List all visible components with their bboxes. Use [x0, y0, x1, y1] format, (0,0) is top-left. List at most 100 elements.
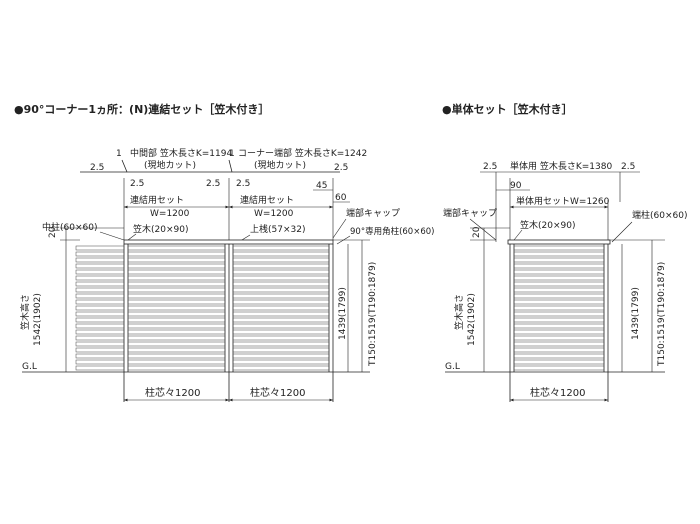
left-dim-25-a: 2.5: [90, 163, 104, 173]
right-height-label: 笠木高さ: [453, 294, 465, 330]
slat: [127, 359, 226, 365]
slat: [232, 299, 330, 305]
slat: [75, 281, 125, 287]
slat: [127, 311, 226, 317]
slat: [75, 275, 125, 281]
left-corner-post: 90°専用角柱(60×60): [350, 226, 434, 237]
right-post-type: T150:1519(T190:1879): [657, 262, 667, 367]
slat: [127, 305, 226, 311]
right-height-value: 1542(1902): [467, 293, 477, 346]
left-mid-post: 中柱(60×60): [42, 221, 97, 233]
slat: [232, 257, 330, 263]
left-upper-rail: 上桟(57×32): [250, 223, 305, 235]
slat: [513, 263, 605, 269]
right-dim-20: 20: [472, 226, 482, 238]
slat: [513, 287, 605, 293]
left-dim-25-b: 2.5: [130, 179, 144, 189]
slat: [75, 365, 125, 371]
left-dim-45: 45: [316, 181, 327, 191]
slat: [513, 257, 605, 263]
slat: [127, 275, 226, 281]
slat: [75, 287, 125, 293]
left-mid-note: 中間部 笠木長さK=1194: [130, 147, 232, 159]
right-single-note: 単体用 笠木長さK=1380: [510, 160, 612, 172]
slat: [75, 293, 125, 299]
slat: [232, 359, 330, 365]
slat: [513, 353, 605, 359]
slat: [232, 323, 330, 329]
slat: [75, 317, 125, 323]
slat: [232, 341, 330, 347]
slat: [75, 335, 125, 341]
slat: [513, 275, 605, 281]
slat: [513, 341, 605, 347]
slat: [127, 299, 226, 305]
slat: [75, 341, 125, 347]
slat: [127, 269, 226, 275]
left-post-type: T150:1519(T190:1879): [368, 262, 378, 367]
left-diagram: ●90°コーナー1ヵ所：(N)連結セット［笠木付き］ 1 中間部 笠木長さK=1…: [14, 102, 434, 402]
slat: [127, 323, 226, 329]
left-set-1: 連結用セット: [130, 194, 184, 206]
right-slats: [513, 245, 605, 371]
slat: [232, 317, 330, 323]
slat: [232, 281, 330, 287]
slat: [127, 293, 226, 299]
slat: [127, 341, 226, 347]
slat: [513, 299, 605, 305]
slat: [513, 293, 605, 299]
slat: [127, 263, 226, 269]
slat: [127, 353, 226, 359]
slat: [75, 245, 125, 251]
right-end-post: 端柱(60×60): [632, 209, 687, 221]
slat: [75, 299, 125, 305]
slat: [127, 365, 226, 371]
right-kasagi: 笠木(20×90): [520, 219, 575, 231]
left-dim-25-c: 2.5: [206, 179, 220, 189]
slat: [232, 335, 330, 341]
left-site-cut-1: (現地カット): [144, 159, 196, 171]
left-title: ●90°コーナー1ヵ所：(N)連結セット［笠木付き］: [14, 102, 269, 116]
slat: [127, 317, 226, 323]
right-set-w: 単体用セットW=1260: [516, 195, 610, 207]
slat: [513, 317, 605, 323]
slat: [127, 281, 226, 287]
slat: [513, 281, 605, 287]
right-title: ●単体セット［笠木付き］: [442, 102, 573, 116]
slat: [513, 329, 605, 335]
left-dim-60: 60: [335, 193, 347, 203]
left-site-cut-2: (現地カット): [254, 159, 306, 171]
slat: [232, 245, 330, 251]
slat: [513, 335, 605, 341]
slat: [75, 311, 125, 317]
right-gl: G.L: [445, 362, 460, 372]
right-dim-25-b: 2.5: [621, 162, 635, 172]
slat: [75, 251, 125, 257]
left-dim-25-d: 2.5: [236, 179, 250, 189]
left-w-1: W=1200: [150, 209, 190, 219]
slat: [232, 269, 330, 275]
slat: [513, 347, 605, 353]
slat: [127, 287, 226, 293]
slat: [513, 251, 605, 257]
left-pitch-2: 柱芯々1200: [250, 386, 305, 399]
slat: [127, 329, 226, 335]
right-pitch: 柱芯々1200: [530, 386, 585, 399]
left-gap-right: 1: [229, 149, 235, 159]
left-side-slats: [75, 245, 125, 371]
slat: [127, 335, 226, 341]
slat: [75, 353, 125, 359]
left-w-2: W=1200: [254, 209, 294, 219]
slat: [127, 257, 226, 263]
slat: [75, 305, 125, 311]
left-kasagi: 笠木(20×90): [133, 223, 188, 235]
right-dim-90: 90: [510, 181, 522, 191]
slat: [513, 323, 605, 329]
left-dim-25-e: 2.5: [334, 163, 348, 173]
slat: [232, 305, 330, 311]
right-end-cap: 端部キャップ: [443, 207, 497, 219]
slat: [513, 365, 605, 371]
left-height-label: 笠木高さ: [19, 294, 31, 330]
slat: [75, 323, 125, 329]
